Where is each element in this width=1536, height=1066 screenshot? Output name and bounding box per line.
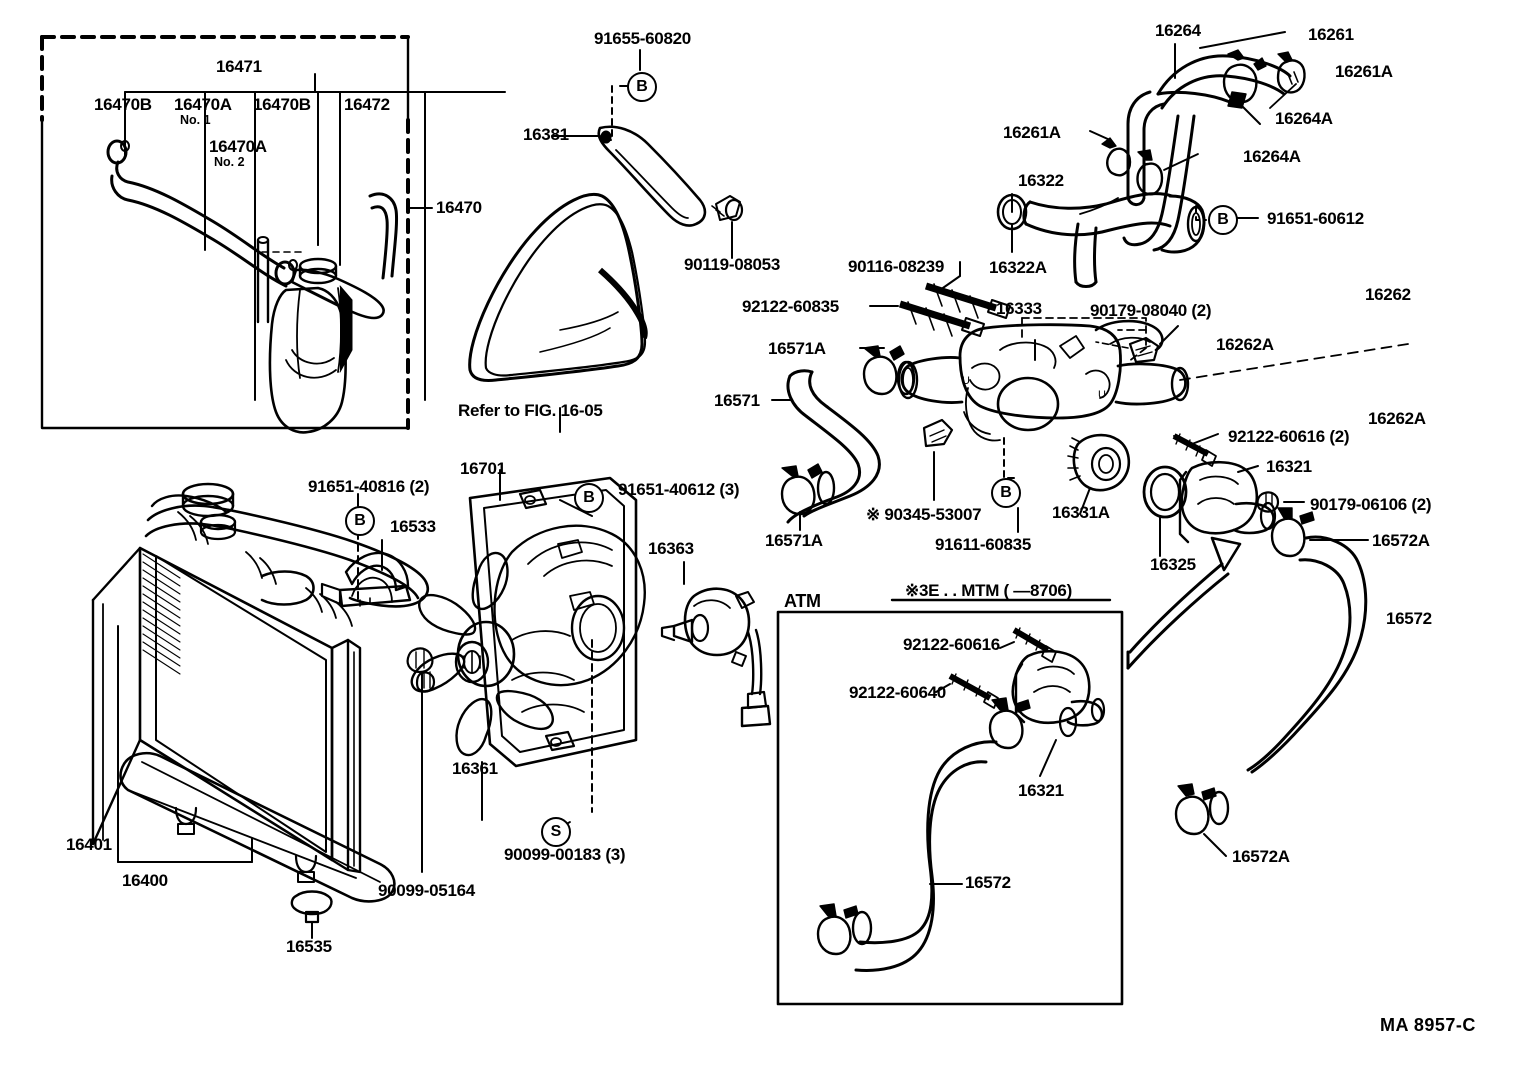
label-90345-53007: ※ 90345-53007 <box>866 505 982 524</box>
label-16322a: 16322A <box>989 258 1047 277</box>
marker-b-91611: B <box>991 478 1021 508</box>
label-16572-right: 16572 <box>1386 609 1432 628</box>
label-91611-60835: 91611-60835 <box>935 535 1031 554</box>
label-atm-corner: ATM <box>784 591 821 611</box>
label-90119-08053: 90119-08053 <box>684 255 780 274</box>
label-16470: 16470 <box>436 198 482 217</box>
label-16262a-bottom: 16262A <box>1368 409 1426 428</box>
label-16333: 16333 <box>996 299 1042 318</box>
marker-s-90099-00183: S <box>541 817 571 847</box>
label-16325: 16325 <box>1150 555 1196 574</box>
label-16571: 16571 <box>714 391 760 410</box>
label-16470b-2: 16470B <box>253 95 311 114</box>
label-16261a-left: 16261A <box>1003 123 1061 142</box>
label-16361: 16361 <box>452 759 498 778</box>
label-16571a-bottom: 16571A <box>765 531 823 550</box>
label-16400: 16400 <box>122 871 168 890</box>
label-91651-40612: 91651-40612 (3) <box>618 480 740 499</box>
label-16321-right: 16321 <box>1266 457 1312 476</box>
label-90116-08239: 90116-08239 <box>848 257 944 276</box>
label-91651-40816: 91651-40816 (2) <box>308 477 430 496</box>
svg-text:U: U <box>1098 389 1106 401</box>
label-16470a-2-no: No. 2 <box>214 155 245 169</box>
label-16264a-right: 16264A <box>1275 109 1333 128</box>
label-atm-header: ※3E . . MTM ( —8706) <box>905 581 1072 600</box>
label-16381: 16381 <box>523 125 569 144</box>
label-refer-fig: Refer to FIG. 16-05 <box>458 401 603 420</box>
marker-b-91651-40816: B <box>345 506 375 536</box>
label-atm-16572: 16572 <box>965 873 1011 892</box>
label-16470b-1: 16470B <box>94 95 152 114</box>
label-16572a-top: 16572A <box>1372 531 1430 550</box>
label-16470a-2: 16470A <box>209 137 267 156</box>
label-16262: 16262 <box>1365 285 1411 304</box>
label-90179-06106: 90179-06106 (2) <box>1310 495 1432 514</box>
label-16363: 16363 <box>648 539 694 558</box>
label-90099-05164: 90099-05164 <box>378 881 475 900</box>
label-16470a-1: 16470A <box>174 95 232 114</box>
marker-b-91651-60612: B <box>1208 205 1238 235</box>
marker-b-91651-40612: B <box>574 483 604 513</box>
label-atm-92122-60640: 92122-60640 <box>849 683 946 702</box>
label-atm-92122-60616: 92122-60616 <box>903 635 1000 654</box>
label-92122-60835: 92122-60835 <box>742 297 839 316</box>
label-16261a-right: 16261A <box>1335 62 1393 81</box>
label-16470a-1-no: No. 1 <box>180 113 211 127</box>
label-92122-60616-top: 92122-60616 (2) <box>1228 427 1350 446</box>
label-16264a-mid: 16264A <box>1243 147 1301 166</box>
label-16322: 16322 <box>1018 171 1064 190</box>
label-90179-08040: 90179-08040 (2) <box>1090 301 1212 320</box>
label-16535: 16535 <box>286 937 332 956</box>
label-91651-60612: 91651-60612 <box>1267 209 1364 228</box>
label-16331a: 16331A <box>1052 503 1110 522</box>
drawing-code: MA 8957-C <box>1380 1015 1476 1035</box>
label-90099-00183: 90099-00183 (3) <box>504 845 626 864</box>
label-16264: 16264 <box>1155 21 1201 40</box>
label-16261: 16261 <box>1308 25 1354 44</box>
svg-text:U: U <box>962 375 970 387</box>
label-16571a-top: 16571A <box>768 339 826 358</box>
label-16262a-top: 16262A <box>1216 335 1274 354</box>
label-16472: 16472 <box>344 95 390 114</box>
label-16471: 16471 <box>216 57 262 76</box>
label-16701: 16701 <box>460 459 506 478</box>
label-atm-16321: 16321 <box>1018 781 1064 800</box>
label-16401: 16401 <box>66 835 112 854</box>
marker-b-91655: B <box>627 72 657 102</box>
label-16533: 16533 <box>390 517 436 536</box>
label-16572a-bottom: 16572A <box>1232 847 1290 866</box>
label-91655-60820: 91655-60820 <box>594 29 691 48</box>
